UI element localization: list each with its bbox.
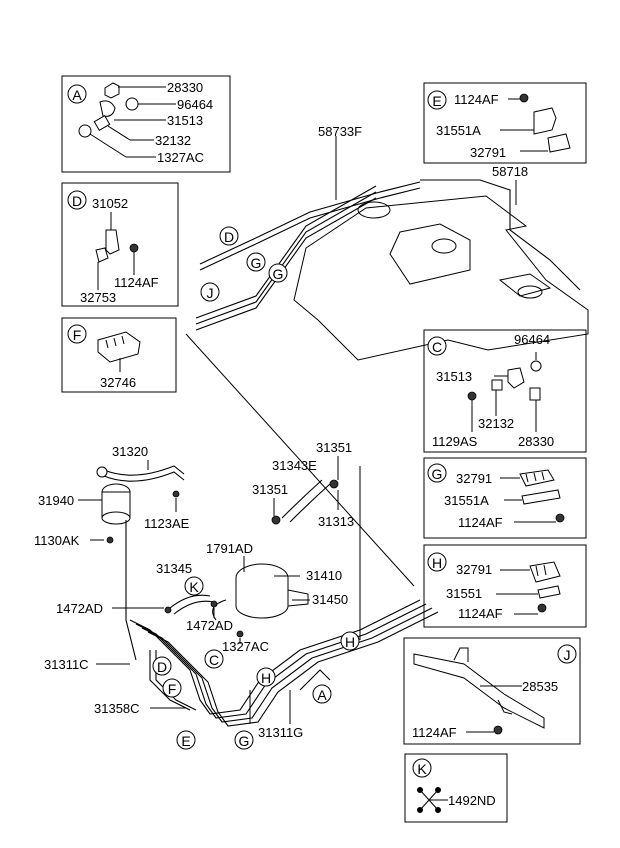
panel-h-letter: H <box>432 555 442 571</box>
panel-g: G 32791 31551A 1124AF <box>423 457 587 539</box>
part-number: 1123AE <box>144 516 190 531</box>
callout-c: C <box>209 652 219 668</box>
part-number: 31311C <box>44 657 89 672</box>
callout-j: J <box>207 285 214 301</box>
panel-h: H 32791 31551 1124AF <box>423 544 587 628</box>
part-number: 31450 <box>312 592 348 607</box>
part-number: 31513 <box>436 369 472 384</box>
part-number: 1472AD <box>56 601 103 616</box>
part-number: 31410 <box>306 568 342 583</box>
part-number: 1124AF <box>458 606 503 621</box>
part-number: 31343E <box>272 458 317 473</box>
fuel-tank: 58733F 58718 D G G J <box>185 124 589 587</box>
callout-k: K <box>189 579 199 595</box>
part-number: 96464 <box>514 332 550 347</box>
callout-g: G <box>273 266 284 282</box>
panel-c: C 96464 31513 32132 1129AS 28330 <box>423 329 587 453</box>
part-number: 1129AS <box>432 434 478 449</box>
part-number: 32132 <box>478 416 514 431</box>
part-number: 1130AK <box>34 533 80 548</box>
part-number: 1124AF <box>114 275 159 290</box>
panel-k-letter: K <box>417 761 427 777</box>
part-number: 32791 <box>456 471 492 486</box>
panel-d: D 31052 1124AF 32753 <box>61 182 179 307</box>
panel-a-letter: A <box>72 87 82 103</box>
panel-f-letter: F <box>73 327 82 343</box>
part-number: 31351 <box>316 440 352 455</box>
part-number: 31052 <box>92 196 128 211</box>
part-number: 1492ND <box>448 793 496 808</box>
panel-c-letter: C <box>432 339 442 355</box>
part-number: 32791 <box>456 562 492 577</box>
lower-assembly: 31320 31940 1123AE 1130AK 31351 31343E 3… <box>34 440 439 750</box>
callout-h: H <box>261 670 271 686</box>
panel-e-letter: E <box>432 93 441 109</box>
part-number: 31551A <box>436 123 481 138</box>
callout-d: D <box>157 659 167 675</box>
part-number: 1791AD <box>206 541 253 556</box>
part-number: 1124AF <box>454 92 499 107</box>
callout-g: G <box>239 733 250 749</box>
panel-k: K 1492ND <box>404 753 508 823</box>
part-number: 1327AC <box>157 150 204 165</box>
callout-d: D <box>224 229 234 245</box>
panel-e: E 1124AF 31551A 32791 <box>423 82 587 164</box>
part-number: 31351 <box>252 482 288 497</box>
panel-a: A 28330 96464 31513 32132 1327AC <box>61 75 231 173</box>
part-number: 31551 <box>446 586 482 601</box>
panel-j: J 28535 1124AF <box>403 637 581 745</box>
part-number: 32746 <box>100 375 136 390</box>
part-number: 28330 <box>167 80 203 95</box>
part-number: 31345 <box>156 561 192 576</box>
part-number: 31311G <box>258 725 303 740</box>
callout-a: A <box>317 687 327 703</box>
part-number: 96464 <box>177 97 213 112</box>
part-number: 32132 <box>155 133 191 148</box>
part-number: 28330 <box>518 434 554 449</box>
part-number: 1124AF <box>412 725 457 740</box>
callout-h: H <box>345 634 355 650</box>
panel-j-letter: J <box>564 647 571 663</box>
part-number: 31551A <box>444 493 489 508</box>
part-number: 28535 <box>522 679 558 694</box>
part-number: 32791 <box>470 145 506 160</box>
panel-f: F 32746 <box>61 317 177 393</box>
callout-g: G <box>251 255 262 271</box>
part-number: 1327AC <box>222 639 269 654</box>
callout-e: E <box>181 733 190 749</box>
part-number: 31313 <box>318 514 354 529</box>
part-number: 58733F <box>318 124 362 139</box>
part-number: 31513 <box>167 113 203 128</box>
part-number: 31320 <box>112 444 148 459</box>
part-number: 58718 <box>492 164 528 179</box>
part-number: 1472AD <box>186 618 233 633</box>
panel-g-letter: G <box>432 466 443 482</box>
panel-d-letter: D <box>72 193 82 209</box>
part-number: 32753 <box>80 290 116 305</box>
callout-f: F <box>168 681 177 697</box>
part-number: 1124AF <box>458 515 503 530</box>
part-number: 31940 <box>38 493 74 508</box>
part-number: 31358C <box>94 701 140 716</box>
